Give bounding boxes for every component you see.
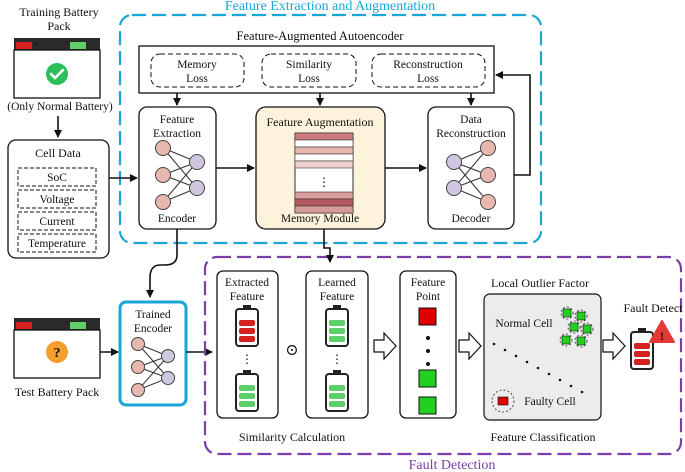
battery-red-icon	[235, 305, 259, 347]
battery-green-icon	[325, 305, 349, 347]
feature-point-box	[399, 270, 457, 419]
memory-loss-label-1: Memory	[177, 59, 217, 71]
reconstruction-loss-label-1: Reconstruction	[393, 59, 463, 71]
battery-green-icon	[235, 370, 259, 412]
extracted-feature-label-1: Extracted	[225, 277, 269, 289]
feature-dot	[426, 349, 430, 353]
similarity-calculation-label: Similarity Calculation	[239, 430, 345, 444]
memory-dots: ⋮	[318, 175, 330, 189]
arrow-memory-to-learned	[323, 229, 334, 263]
lof-separation-dots	[492, 342, 584, 394]
warning-icon	[649, 320, 675, 343]
data-reconstruction-label-1: Data	[460, 114, 482, 126]
reconstruction-loss-label-2: Loss	[417, 73, 439, 85]
normal-cell-cluster	[559, 306, 594, 348]
similarity-loss-box	[261, 53, 357, 88]
similarity-loss-label-1: Similarity	[286, 59, 332, 71]
feature-point-red	[418, 307, 437, 326]
odot-operator: ⊙	[285, 342, 298, 359]
question-icon	[46, 341, 68, 363]
feature-box-arrows	[173, 71, 531, 176]
cell-field-voltage-box	[17, 189, 97, 209]
feature-augmentation-label: Feature Augmentation	[267, 115, 374, 129]
fault-battery-icon	[630, 328, 654, 370]
plus-icon: +	[33, 39, 39, 51]
cell-field-current-box	[17, 211, 97, 231]
lof-title: Local Outlier Factor	[491, 276, 589, 290]
data-reconstruction-label-2: Reconstruction	[436, 128, 506, 140]
learned-feature-label-2: Feature	[320, 291, 354, 303]
feature-point-green	[418, 396, 437, 415]
similarity-loss-label-2: Loss	[298, 73, 320, 85]
autoencoder-title: Feature-Augmented Autoencoder	[237, 29, 405, 43]
cell-field-temperature: Temperature	[28, 238, 86, 250]
hollow-arrow-icon	[458, 331, 482, 361]
fault-detection-container	[203, 255, 683, 456]
test-pack-label: Test Battery Pack	[15, 385, 99, 399]
cell-field-voltage: Voltage	[40, 194, 75, 206]
fault-detection-title: Fault Detection	[409, 458, 496, 472]
cell-data-title: Cell Data	[35, 146, 81, 160]
feature-extraction-title: Feature Extraction and Augmentation	[225, 0, 435, 14]
memory-loss-label-2: Loss	[186, 73, 208, 85]
warning-exclamation-glyph: !	[660, 329, 664, 343]
learned-feature-label-1: Learned	[318, 277, 356, 289]
extracted-feature-label-2: Feature	[230, 291, 264, 303]
feature-point-label-1: Feature	[411, 277, 445, 289]
trained-encoder-label-2: Encoder	[134, 323, 172, 335]
check-icon	[46, 63, 68, 85]
extracted-dots: ⋮	[241, 352, 253, 366]
feature-point-label-2: Point	[416, 291, 441, 303]
encoder-label: Encoder	[158, 213, 196, 225]
cell-field-current: Current	[39, 216, 75, 228]
feature-classification-label: Feature Classification	[491, 430, 596, 444]
fault-detect-label: Fault Detect	[624, 301, 684, 315]
arrow-encoder-to-trained	[146, 229, 178, 298]
training-pack-label-2: Pack	[47, 19, 70, 33]
feature-dot	[426, 336, 430, 340]
reconstruction-loss-box	[371, 53, 486, 88]
hollow-arrow-icon	[373, 331, 397, 361]
faulty-cell-marker	[491, 389, 515, 413]
trained-encoder-label-1: Trained	[135, 309, 171, 321]
feature-dot	[426, 362, 430, 366]
memory-module-icon	[294, 132, 354, 214]
cell-field-soc-box	[17, 167, 97, 187]
feature-point-green	[418, 369, 437, 388]
training-pack-label-1: Training Battery	[19, 5, 98, 19]
encoder-network-icon	[155, 140, 205, 210]
hollow-arrow-icon	[602, 331, 626, 361]
only-normal-label: (Only Normal Battery)	[7, 101, 113, 113]
learned-dots: ⋮	[331, 352, 343, 366]
feature-extraction-label-1: Feature	[160, 114, 194, 126]
memory-loss-box	[150, 53, 245, 88]
memory-module-label: Memory Module	[281, 213, 359, 225]
cell-field-soc: SoC	[47, 172, 67, 184]
faulty-cell-label: Faulty Cell	[524, 396, 575, 408]
decoder-label: Decoder	[452, 213, 491, 225]
cell-field-temperature-box	[17, 233, 97, 253]
question-mark-glyph: ?	[54, 346, 61, 361]
decoder-network-icon	[446, 140, 496, 210]
feature-extraction-label-2: Extraction	[153, 128, 201, 140]
battery-green-icon	[325, 370, 349, 412]
normal-cell-label: Normal Cell	[495, 318, 552, 330]
trained-encoder-network-icon	[131, 337, 175, 397]
